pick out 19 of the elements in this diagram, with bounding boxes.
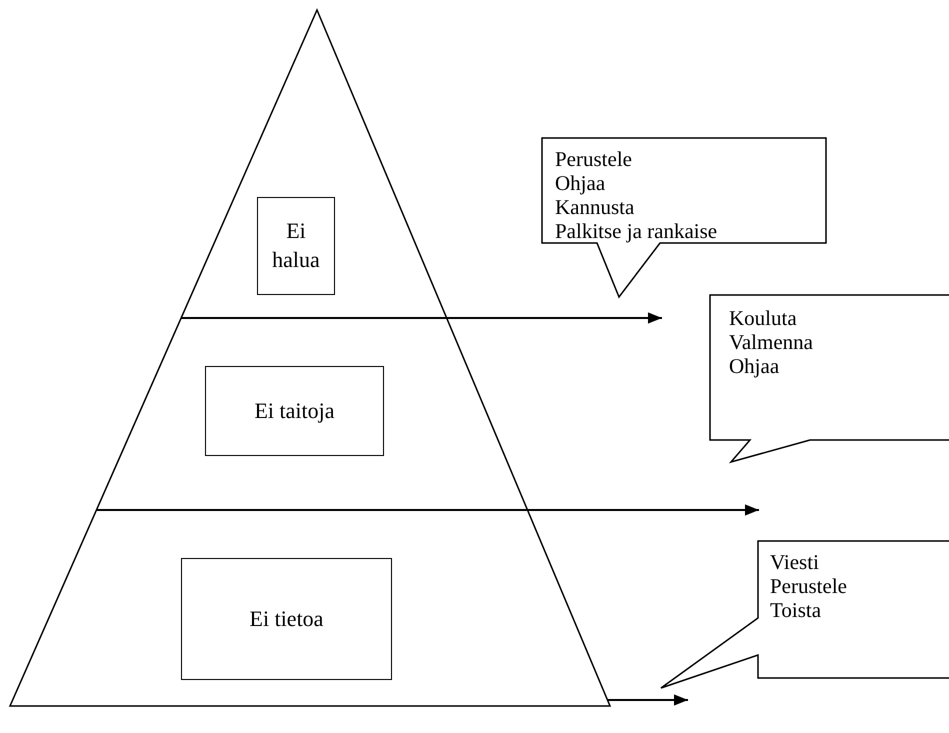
- level-box: Ei halua: [257, 197, 335, 295]
- arrow: [181, 312, 662, 324]
- arrow: [607, 694, 688, 706]
- arrow: [96, 504, 759, 516]
- speech-callout: [709, 294, 949, 463]
- callout-text: Valmenna: [729, 330, 813, 354]
- callout-text: Palkitse ja rankaise: [555, 219, 718, 243]
- callout-text: Perustele: [770, 574, 847, 598]
- speech-callout: [541, 137, 827, 298]
- callout-text: Ohjaa: [555, 171, 606, 195]
- callout-text: Ohjaa: [729, 354, 780, 378]
- callout-text: Perustele: [555, 147, 632, 171]
- callout-text: Kouluta: [729, 306, 797, 330]
- callout-text: Toista: [770, 598, 822, 622]
- callout-text: Kannusta: [555, 195, 634, 219]
- level-box: Ei tietoa: [181, 558, 392, 680]
- callout-text: Viesti: [770, 550, 819, 574]
- level-box: Ei taitoja: [205, 366, 384, 456]
- speech-callout: [660, 540, 949, 689]
